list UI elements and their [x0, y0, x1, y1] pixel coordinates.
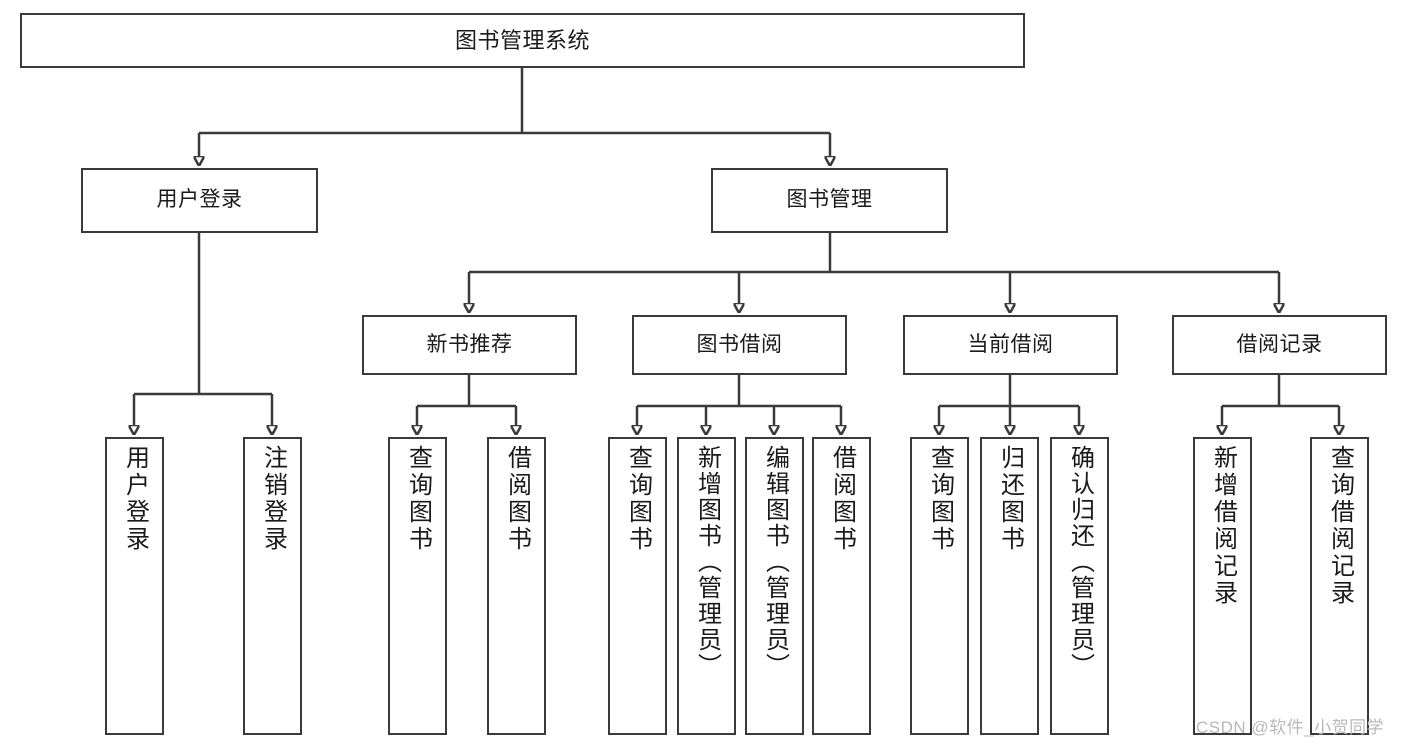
- leaf-add-borrow-record[interactable]: 新增借阅记录: [1193, 437, 1252, 735]
- csdn-watermark: CSDN @软件_小贺同学: [1196, 718, 1385, 737]
- leaf-borrow-book-2[interactable]: 借阅图书: [812, 437, 871, 735]
- leaf-query-borrow-record[interactable]: 查询借阅记录: [1310, 437, 1369, 735]
- node-borrow-record-label: 借阅记录: [1236, 332, 1323, 356]
- leaf-return-book[interactable]: 归还图书: [980, 437, 1039, 735]
- node-current-borrow[interactable]: 当前借阅: [903, 315, 1118, 375]
- leaf-user-logout-label: 注销登录: [259, 445, 287, 553]
- node-root[interactable]: 图书管理系统: [20, 13, 1025, 68]
- leaf-query-book-1-label: 查询图书: [404, 445, 432, 553]
- leaf-borrow-book-1[interactable]: 借阅图书: [487, 437, 546, 735]
- node-book-borrow-label: 图书借阅: [696, 332, 783, 356]
- leaf-query-borrow-record-label: 查询借阅记录: [1326, 445, 1354, 607]
- leaf-query-book-1[interactable]: 查询图书: [388, 437, 447, 735]
- node-book-manage-label: 图书管理: [786, 188, 873, 212]
- leaf-confirm-return[interactable]: 确认归还（管理员）: [1050, 437, 1109, 735]
- leaf-borrow-book-1-label: 借阅图书: [503, 445, 531, 553]
- leaf-user-login[interactable]: 用户登录: [105, 437, 164, 735]
- node-book-manage[interactable]: 图书管理: [711, 168, 948, 233]
- leaf-query-book-3-label: 查询图书: [926, 445, 954, 553]
- leaf-edit-book[interactable]: 编辑图书（管理员）: [745, 437, 804, 735]
- leaf-query-book-3[interactable]: 查询图书: [910, 437, 969, 735]
- node-root-label: 图书管理系统: [454, 27, 590, 53]
- leaf-return-book-label: 归还图书: [996, 445, 1024, 553]
- leaf-edit-book-label: 编辑图书（管理员）: [761, 445, 789, 679]
- leaf-query-book-2-label: 查询图书: [624, 445, 652, 553]
- node-book-borrow[interactable]: 图书借阅: [632, 315, 847, 375]
- leaf-borrow-book-2-label: 借阅图书: [828, 445, 856, 553]
- node-borrow-record[interactable]: 借阅记录: [1172, 315, 1387, 375]
- node-user-login[interactable]: 用户登录: [81, 168, 318, 233]
- leaf-add-book[interactable]: 新增图书（管理员）: [677, 437, 736, 735]
- node-current-borrow-label: 当前借阅: [967, 332, 1054, 356]
- node-new-book-recommend-label: 新书推荐: [426, 332, 513, 356]
- node-user-login-label: 用户登录: [156, 188, 243, 212]
- leaf-user-logout[interactable]: 注销登录: [243, 437, 302, 735]
- leaf-add-borrow-record-label: 新增借阅记录: [1209, 445, 1237, 607]
- leaf-query-book-2[interactable]: 查询图书: [608, 437, 667, 735]
- leaf-add-book-label: 新增图书（管理员）: [693, 445, 721, 679]
- node-new-book-recommend[interactable]: 新书推荐: [362, 315, 577, 375]
- leaf-user-login-label: 用户登录: [121, 445, 149, 553]
- leaf-confirm-return-label: 确认归还（管理员）: [1066, 445, 1094, 679]
